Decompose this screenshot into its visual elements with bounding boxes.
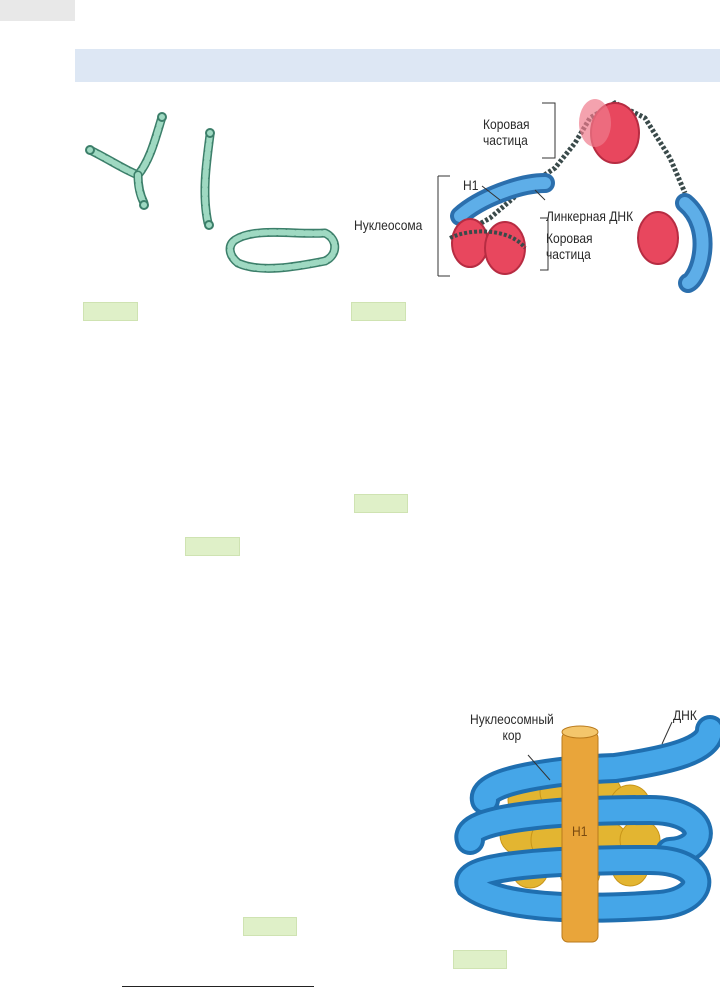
highlight-tag <box>243 917 297 936</box>
nucleosome-core-label: Нуклеосомный кор <box>470 711 554 743</box>
nucleosome-label: Нуклеосома <box>354 217 423 233</box>
h1-label-rod: H1 <box>572 823 588 839</box>
dna-label: ДНК <box>673 707 697 723</box>
highlight-tag <box>351 302 406 321</box>
core-particle-upper-label: Коровая частица <box>483 116 530 148</box>
core-particle-lower-label: Коровая частица <box>546 230 593 262</box>
nucleosome-chain-illustration <box>437 99 713 293</box>
h1-label-top: H1 <box>463 177 479 193</box>
linker-dna-label: Линкерная ДНК <box>546 208 634 224</box>
footnote-rule <box>122 986 314 987</box>
highlight-tag <box>354 494 408 513</box>
page-corner-tab <box>0 0 75 21</box>
highlight-tag <box>83 302 138 321</box>
highlight-tag <box>453 950 507 969</box>
section-header-bar <box>75 49 720 82</box>
supercoiled-dna-illustration <box>85 112 340 273</box>
highlight-tag <box>185 537 240 556</box>
nucleosome-core-h1-illustration <box>454 715 720 943</box>
